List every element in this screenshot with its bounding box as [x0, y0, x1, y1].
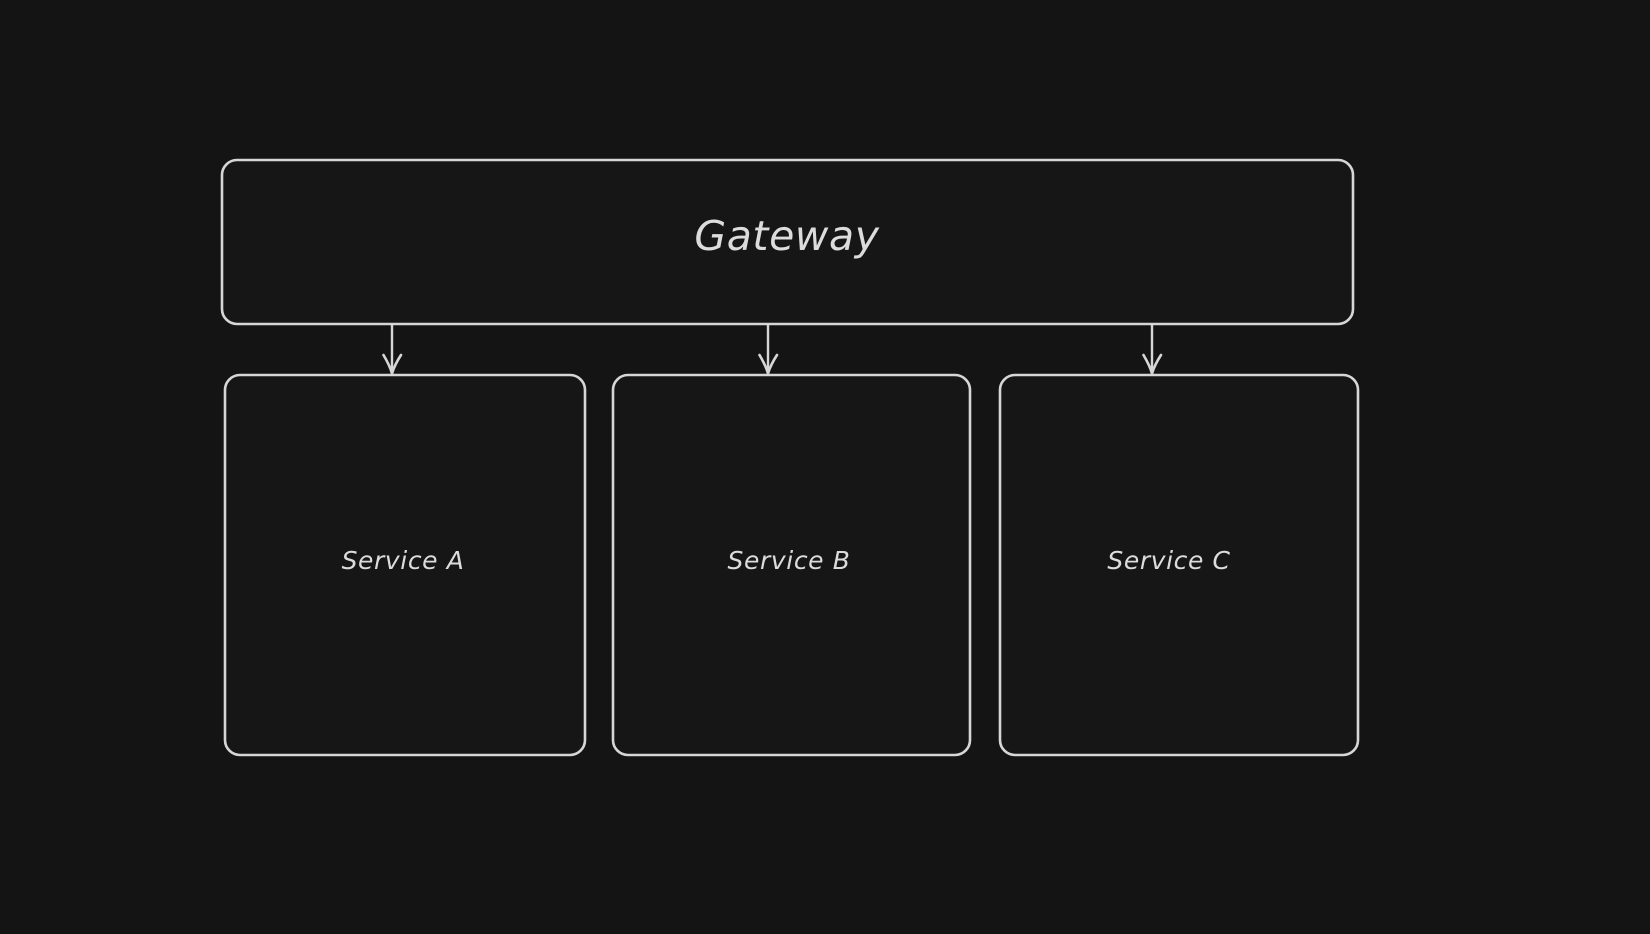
node-gateway-label: Gateway [694, 212, 879, 260]
node-gateway[interactable]: Gateway [220, 158, 1355, 326]
node-layer: Gateway Service A Service B Service C [220, 158, 1360, 757]
node-service-b-label: Service B [728, 546, 851, 575]
arrowhead-icon [758, 353, 779, 375]
node-service-c-shape [998, 373, 1360, 757]
edge-gateway-to-service-a[interactable] [382, 322, 403, 375]
edge-gateway-to-service-b[interactable] [758, 322, 779, 375]
edge-gateway-to-service-c[interactable] [1142, 322, 1163, 375]
node-service-a-shape [223, 373, 587, 757]
node-service-b-shape [611, 373, 972, 757]
node-gateway-shape [220, 158, 1355, 326]
node-service-c-label: Service C [1107, 546, 1230, 575]
edge-layer [382, 322, 1163, 375]
arrowhead-icon [382, 353, 403, 375]
node-service-a-label: Service A [342, 546, 465, 575]
node-service-a[interactable]: Service A [223, 373, 587, 757]
arrowhead-icon [1142, 353, 1163, 375]
node-service-b[interactable]: Service B [611, 373, 972, 757]
node-service-c[interactable]: Service C [998, 373, 1360, 757]
